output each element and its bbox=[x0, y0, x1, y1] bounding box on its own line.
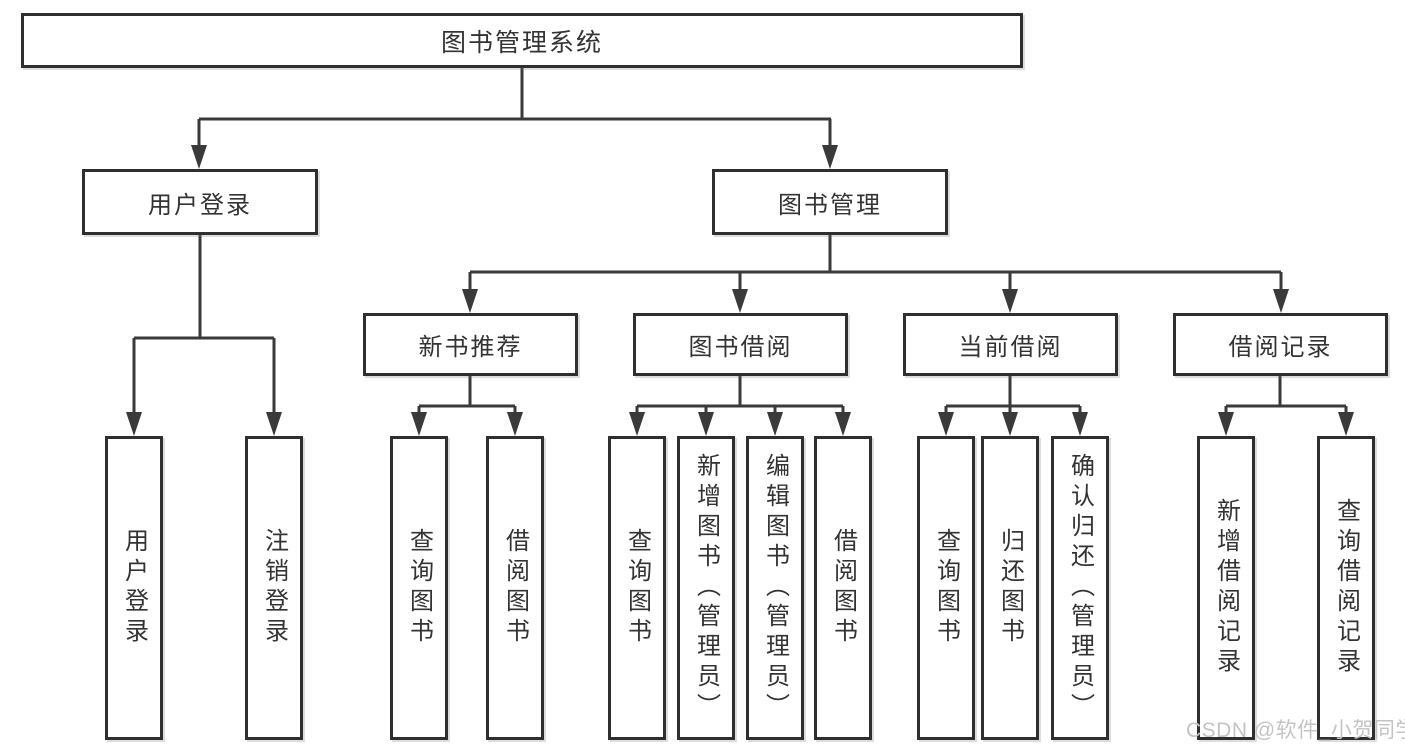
leaf-recommend-query-books: 查询图书 bbox=[390, 436, 448, 740]
leaf-user-login: 用户登录 bbox=[105, 436, 163, 740]
leaf-records-add-record: 新增借阅记录 bbox=[1197, 436, 1255, 740]
leaf-borrowing-borrow-books: 借阅图书 bbox=[814, 436, 872, 740]
leaf-current-return-books: 归还图书 bbox=[981, 436, 1039, 740]
leaf-borrowing-add-books: 新增图书（管理员） bbox=[677, 436, 735, 740]
leaf-recommend-borrow-books: 借阅图书 bbox=[486, 436, 544, 740]
connector-user-login-to-leaves bbox=[126, 235, 282, 436]
leaf-records-query-record: 查询借阅记录 bbox=[1317, 436, 1375, 740]
node-library-system: 图书管理系统 bbox=[21, 13, 1023, 68]
connector-root-to-level2 bbox=[191, 68, 838, 169]
node-current-borrowing: 当前借阅 bbox=[903, 313, 1118, 376]
node-user-login: 用户登录 bbox=[82, 169, 318, 235]
leaf-borrowing-edit-books: 编辑图书（管理员） bbox=[746, 436, 804, 740]
node-book-borrowing: 图书借阅 bbox=[633, 313, 848, 376]
leaf-borrowing-query-books: 查询图书 bbox=[608, 436, 666, 740]
connector-new-book-recommend-to-leaves bbox=[411, 376, 523, 436]
node-book-management: 图书管理 bbox=[712, 169, 948, 235]
leaf-current-confirm-return: 确认归还（管理员） bbox=[1051, 436, 1109, 740]
leaf-current-query-books: 查询图书 bbox=[917, 436, 975, 740]
node-borrowing-records: 借阅记录 bbox=[1173, 313, 1388, 376]
connector-current-borrowing-to-leaves bbox=[938, 376, 1088, 436]
node-new-book-recommend: 新书推荐 bbox=[363, 313, 578, 376]
connector-book-management-to-level3 bbox=[462, 235, 1289, 313]
connector-borrowing-records-to-leaves bbox=[1218, 376, 1354, 436]
connector-book-borrowing-to-leaves bbox=[629, 376, 851, 436]
leaf-logout: 注销登录 bbox=[245, 436, 303, 740]
csdn-watermark: CSDN @软件_小贺同学 bbox=[1186, 719, 1405, 742]
